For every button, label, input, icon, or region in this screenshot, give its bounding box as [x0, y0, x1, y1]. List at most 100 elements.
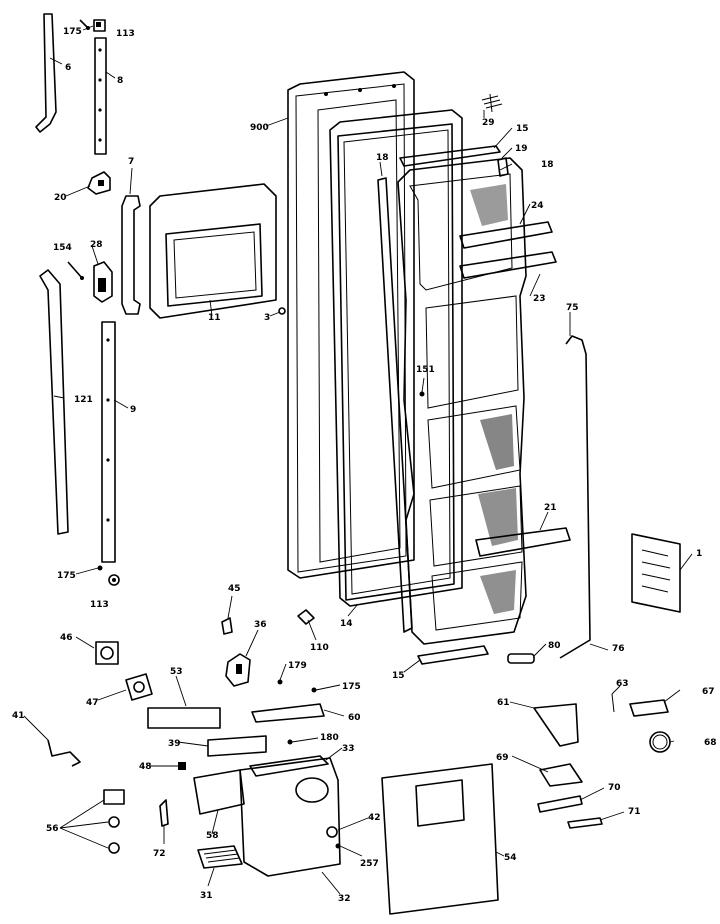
- label-28: 28: [90, 240, 103, 250]
- part-121-trim-strip: [39, 269, 69, 535]
- part-72-clip: [159, 799, 169, 827]
- part-8-trim-strip: [94, 37, 107, 155]
- part-71-rod: [567, 817, 603, 829]
- part-14-gasket: [329, 109, 463, 607]
- part-61-chute: [533, 703, 579, 747]
- label-8: 8: [117, 76, 123, 86]
- label-80: 80: [548, 641, 561, 651]
- part-154-screw: [67, 261, 84, 280]
- label-41: 41: [12, 711, 25, 721]
- label-68: 68: [704, 738, 717, 748]
- label-179: 179: [288, 661, 307, 671]
- label-20: 20: [54, 193, 67, 203]
- part-60-bracket: [251, 703, 325, 723]
- label-7: 7: [128, 157, 134, 167]
- part-54-front-panel: [381, 763, 499, 915]
- part-33-cover: [249, 755, 329, 777]
- part-113-clip-lower: [108, 574, 120, 586]
- part-19-cap: [497, 157, 509, 177]
- part-180-screw: [287, 739, 293, 745]
- part-67-bracket: [629, 699, 669, 717]
- label-60: 60: [348, 713, 361, 723]
- part-15-cap-bottom: [417, 645, 489, 665]
- label-63: 63: [616, 679, 629, 689]
- part-32-dispenser-housing: [239, 757, 341, 877]
- label-32: 32: [338, 894, 351, 904]
- label-175-top: 175: [63, 27, 82, 37]
- part-6-trim-strip: [35, 13, 57, 133]
- part-11-panel: [149, 183, 277, 319]
- label-39: 39: [168, 739, 181, 749]
- part-41-lever: [47, 739, 81, 767]
- label-46: 46: [60, 633, 73, 643]
- label-900: 900: [250, 123, 269, 133]
- label-71: 71: [628, 807, 641, 817]
- label-175-mid: 175: [342, 682, 361, 692]
- label-29: 29: [482, 118, 495, 128]
- label-15-top: 15: [516, 124, 529, 134]
- label-47: 47: [86, 698, 99, 708]
- label-67: 67: [702, 687, 715, 697]
- part-47-gasket: [125, 673, 153, 701]
- part-31-grille: [197, 845, 243, 869]
- label-54: 54: [504, 853, 517, 863]
- part-18-liner-strip: [377, 177, 413, 633]
- label-45: 45: [228, 584, 241, 594]
- part-58-housing: [193, 769, 245, 815]
- part-175-screw-lower: [97, 565, 103, 571]
- part-257-screw: [335, 843, 341, 849]
- label-18-left: 18: [376, 153, 389, 163]
- part-46-motor: [95, 641, 119, 665]
- label-70: 70: [608, 783, 621, 793]
- part-21-shelf-bar: [475, 527, 571, 557]
- label-14: 14: [340, 619, 353, 629]
- part-39-switch-plate: [207, 735, 267, 757]
- part-63-spring: [611, 693, 615, 713]
- label-154: 154: [53, 243, 72, 253]
- label-23: 23: [533, 294, 546, 304]
- label-18-right: 18: [541, 160, 554, 170]
- label-75: 75: [566, 303, 579, 313]
- part-24-shelf-bar: [459, 221, 553, 249]
- part-20-bracket: [87, 171, 111, 195]
- part-3-screw: [278, 307, 286, 315]
- label-76: 76: [612, 644, 625, 654]
- part-70-lever: [537, 795, 583, 813]
- label-9: 9: [130, 405, 136, 415]
- part-1-label-plate: [631, 533, 681, 613]
- label-175-lower: 175: [57, 571, 76, 581]
- label-11: 11: [208, 313, 221, 323]
- part-179-screw: [277, 679, 283, 685]
- leader-lines: [23, 25, 693, 895]
- part-151-screw: [419, 391, 425, 397]
- label-72: 72: [153, 849, 166, 859]
- label-257: 257: [360, 859, 379, 869]
- part-110-clip: [297, 609, 315, 625]
- part-36-actuator: [225, 653, 251, 687]
- label-15-bottom: 15: [392, 671, 405, 681]
- label-53: 53: [170, 667, 183, 677]
- label-33: 33: [342, 744, 355, 754]
- label-21: 21: [544, 503, 557, 513]
- label-180: 180: [320, 733, 339, 743]
- part-7-handle: [121, 195, 141, 315]
- door-liner: [397, 157, 527, 645]
- part-9-trim-strip: [101, 321, 116, 563]
- label-1: 1: [696, 549, 702, 559]
- part-75-tube: [559, 335, 591, 659]
- label-48: 48: [139, 762, 152, 772]
- part-80-fitting: [507, 653, 535, 664]
- label-24: 24: [531, 201, 544, 211]
- part-69-pawl: [539, 763, 583, 787]
- part-45-switch: [221, 617, 233, 635]
- label-19: 19: [515, 144, 528, 154]
- part-42-fitting: [326, 826, 338, 838]
- label-56: 56: [46, 824, 59, 834]
- part-175-screw-mid: [311, 687, 317, 693]
- label-113-lower: 113: [90, 600, 109, 610]
- part-53-plate: [147, 707, 221, 729]
- part-56-parts-group: [103, 789, 125, 854]
- part-48-nut: [178, 762, 186, 770]
- label-6: 6: [65, 63, 71, 73]
- label-69: 69: [496, 753, 509, 763]
